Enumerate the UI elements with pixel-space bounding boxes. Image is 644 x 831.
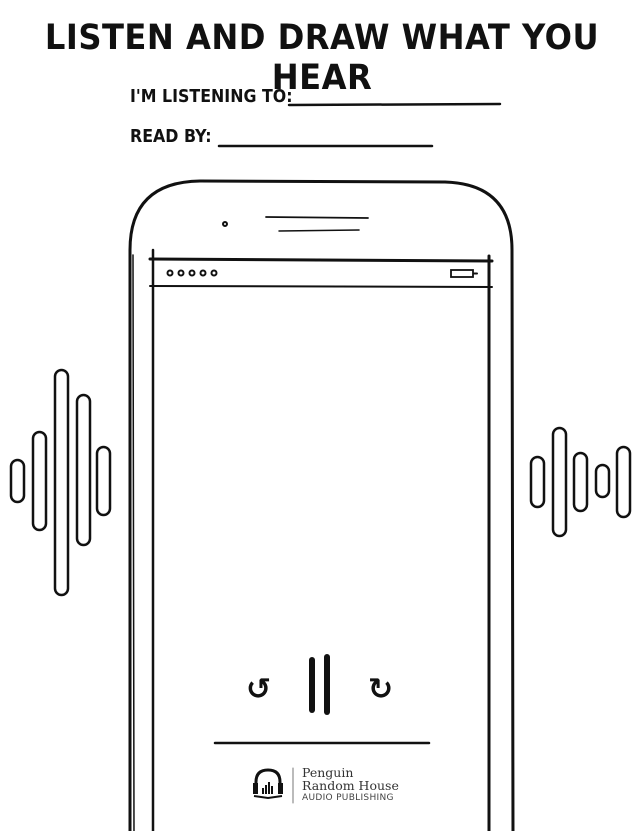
pause-icon[interactable] bbox=[309, 654, 330, 715]
signal-dots-icon bbox=[166, 269, 218, 277]
page-title: LISTEN AND DRAW WHAT YOU HEAR bbox=[44, 18, 600, 98]
sound-wave-right bbox=[529, 426, 632, 538]
camera-icon bbox=[222, 221, 228, 227]
read-by-label: READ BY: bbox=[130, 126, 212, 147]
rewind-icon[interactable]: ↺ bbox=[246, 672, 272, 707]
sound-wave-left bbox=[9, 368, 112, 597]
status-bar-top bbox=[148, 257, 494, 263]
listening-to-line[interactable] bbox=[287, 102, 502, 107]
listening-to-label: I'M LISTENING TO: bbox=[130, 86, 293, 107]
battery-icon bbox=[450, 269, 478, 278]
speaker-line bbox=[265, 216, 369, 219]
forward-icon[interactable]: ↻ bbox=[368, 672, 394, 707]
publisher-logo: Penguin Random House AUDIO PUBLISHING bbox=[302, 766, 399, 805]
logo-line-2: Random House bbox=[302, 778, 399, 793]
logo-line-1: Penguin bbox=[302, 765, 354, 780]
headphones-logo-icon bbox=[253, 768, 283, 800]
status-bar-bottom bbox=[149, 285, 493, 288]
logo-line-3: AUDIO PUBLISHING bbox=[302, 793, 394, 803]
phone-outline bbox=[128, 179, 515, 831]
